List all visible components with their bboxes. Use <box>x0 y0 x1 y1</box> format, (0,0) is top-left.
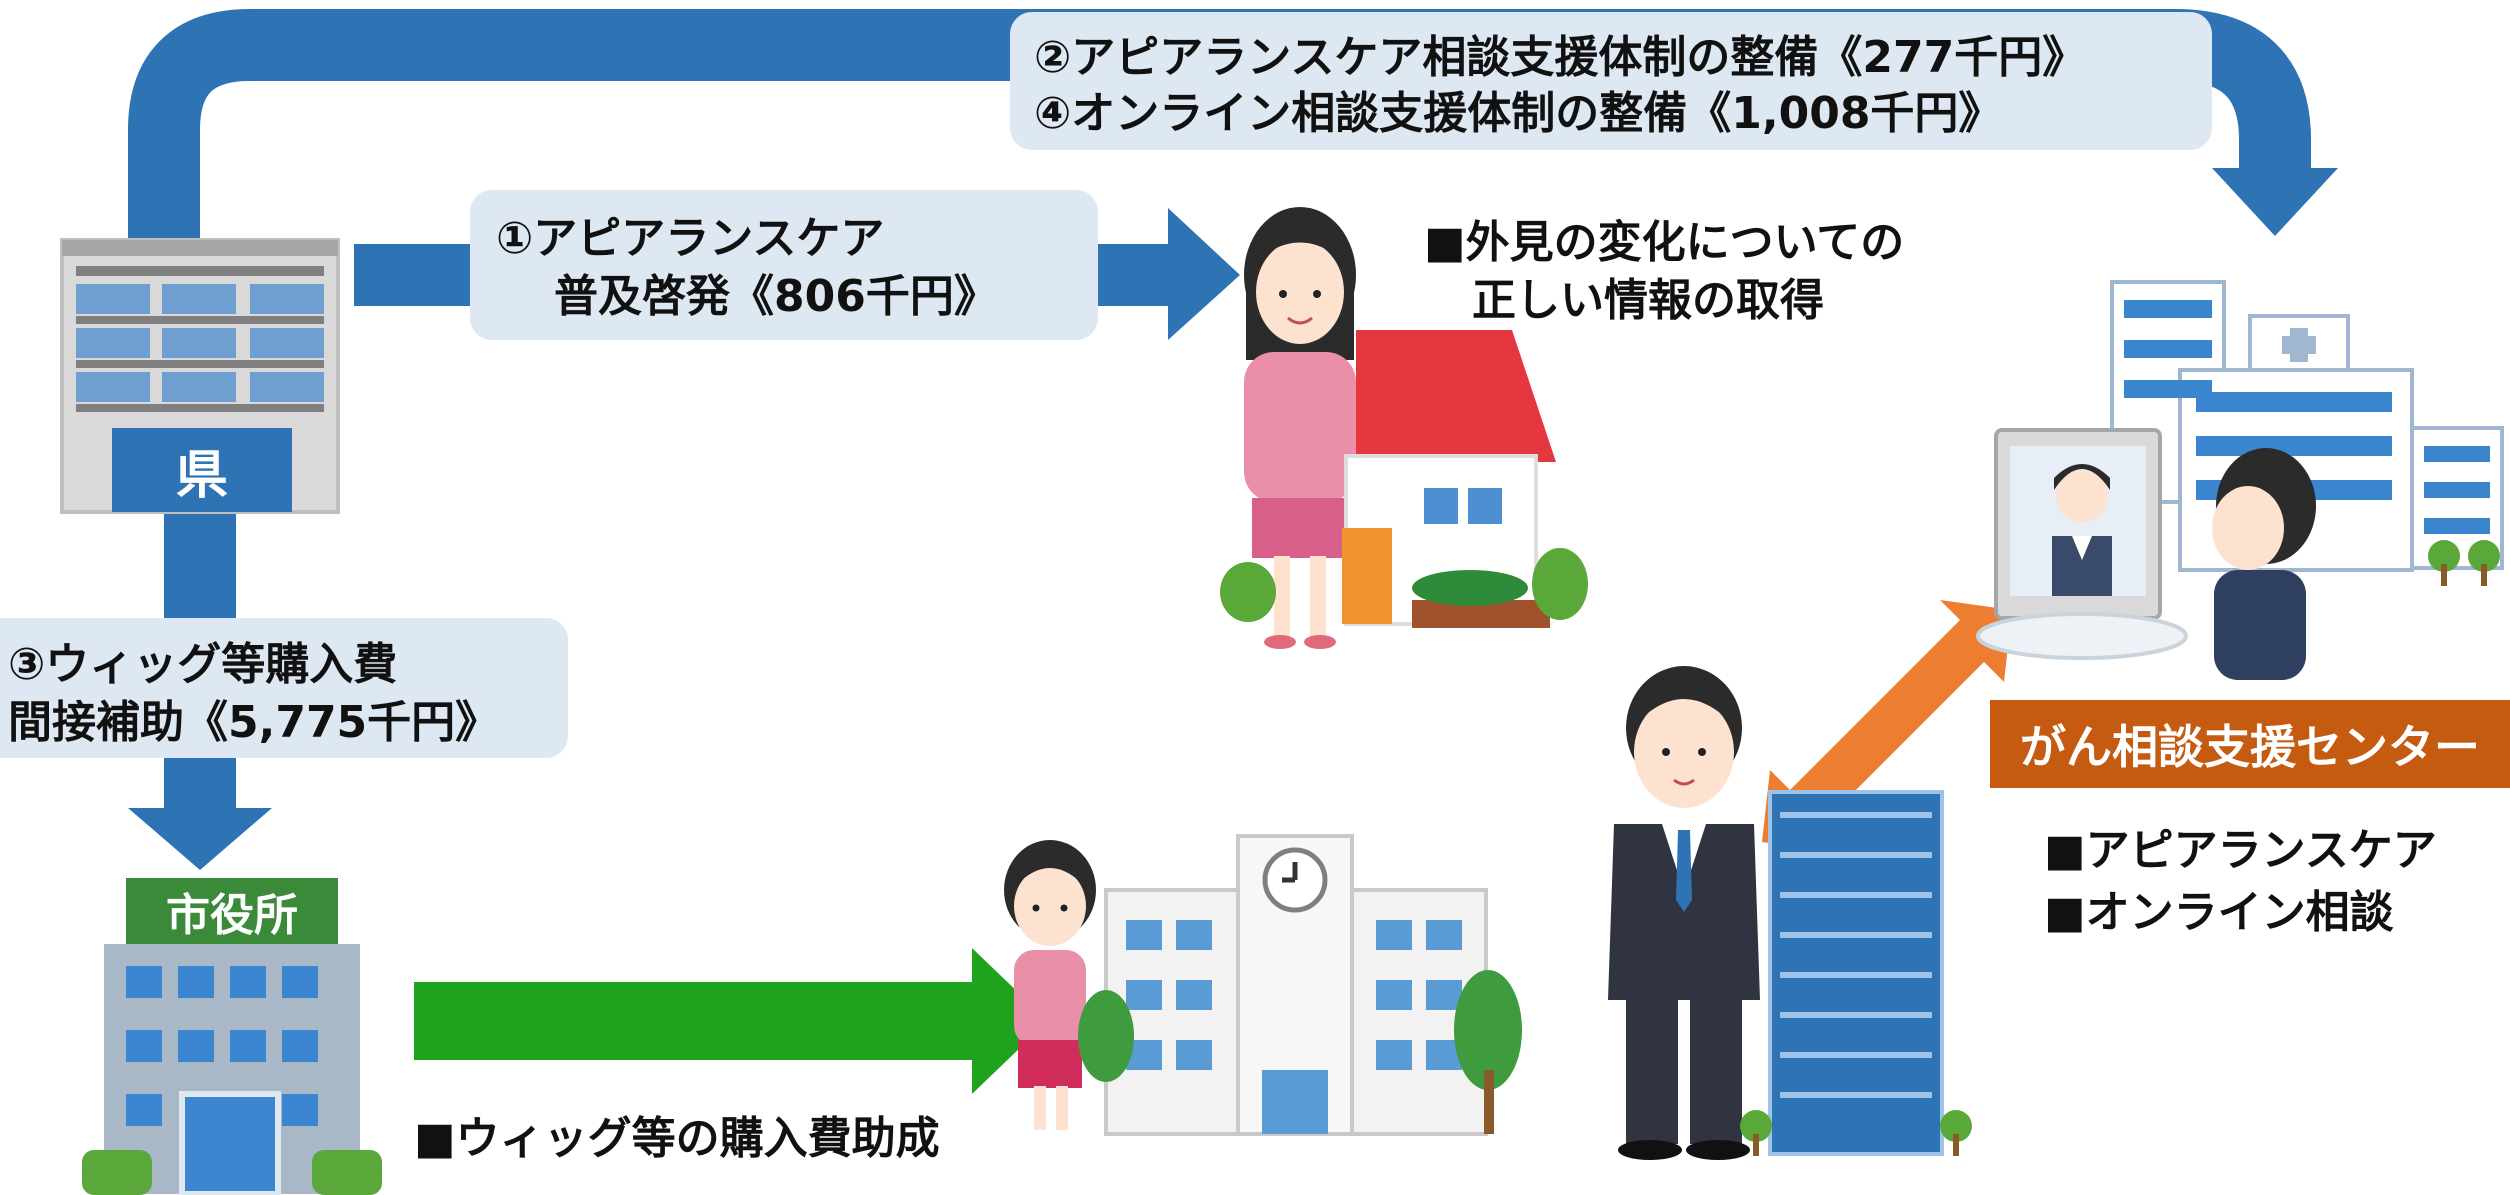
consultation-double-arrow <box>1762 600 2012 852</box>
wig-subsidy-arrow <box>414 948 1048 1094</box>
city-office-label: 市役所 <box>166 890 298 941</box>
budget-item-3-amount: 間接補助《5,775千円》 <box>8 697 500 748</box>
budget-item-1-title: ①アピアランスケア <box>496 213 885 264</box>
woman-icon <box>1244 207 1356 649</box>
prefecture-label: 県 <box>175 445 228 506</box>
budget-item-3-title: ③ウィッグ等購入費 <box>8 639 398 690</box>
online-consultation-icon <box>1976 428 2316 680</box>
businessman-icon <box>1608 666 1760 1160</box>
appearance-info-note: ■外見の変化についての 正しい情報の取得 <box>1424 214 1904 330</box>
house-icon <box>1220 330 1588 628</box>
cancer-consultation-center-label: がん相談支援センター <box>1990 700 2510 788</box>
center-services-note: ■アピアランスケア ■オンライン相談 <box>2044 820 2437 944</box>
office-tower-icon <box>1740 790 1972 1156</box>
wig-subsidy-note: ■ウィッグ等の購入費助成 <box>414 1113 940 1164</box>
center-service-online: ■オンライン相談 <box>2044 887 2394 938</box>
school-icon <box>1078 834 1522 1136</box>
city-office-building-icon <box>82 878 382 1195</box>
left-flow-label: ③ウィッグ等購入費 間接補助《5,775千円》 <box>0 618 568 758</box>
appearance-info-line1: ■外見の変化についての <box>1424 217 1905 268</box>
appearance-info-line2: 正しい情報の取得 <box>1472 275 1824 326</box>
budget-item-4: ④オンライン相談支援体制の整備《1,008千円》 <box>1034 88 2003 139</box>
top-flow-label: ②アピアランスケア相談支援体制の整備《277千円》 ④オンライン相談支援体制の整… <box>1010 12 2212 150</box>
center-service-appearance-care: ■アピアランスケア <box>2044 825 2437 876</box>
prefecture-building-icon <box>60 238 340 514</box>
middle-flow-label: ①アピアランスケア 普及啓発《806千円》 <box>470 190 1098 340</box>
budget-item-2: ②アピアランスケア相談支援体制の整備《277千円》 <box>1034 32 2087 83</box>
budget-item-1-amount: 普及啓発《806千円》 <box>554 271 998 322</box>
girl-icon <box>1004 840 1096 1130</box>
hospital-building-icon <box>2110 280 2504 586</box>
